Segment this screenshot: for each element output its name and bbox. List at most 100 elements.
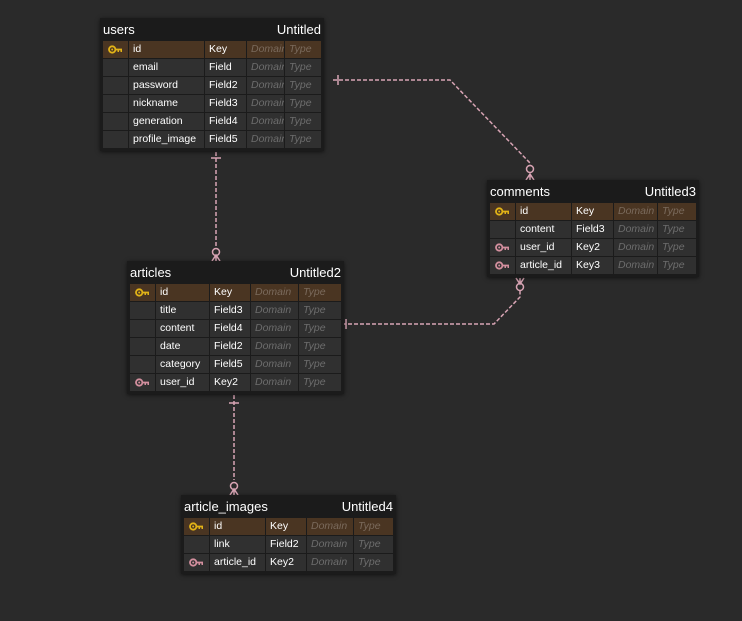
key-indicator [490,203,515,220]
attribute-type: Type [299,338,341,355]
attribute-type: Type [285,41,321,58]
attribute-field: Key2 [210,374,250,391]
attribute-name: generation [129,113,204,130]
key-indicator [103,113,128,130]
attribute-type: Type [299,320,341,337]
attribute-domain: Domain [614,257,657,274]
many-cardinality-mark [525,172,535,181]
attribute-type: Type [285,95,321,112]
key-indicator [490,239,515,256]
key-indicator [130,374,155,391]
relationship-articles-comments [342,290,521,325]
attribute-domain: Domain [251,284,298,301]
attribute-name: user_id [516,239,571,256]
attribute-name: user_id [156,374,209,391]
attribute-name: nickname [129,95,204,112]
attribute-type: Type [285,59,321,76]
key-indicator [490,257,515,274]
relationship-users-comments [333,79,531,172]
attribute-type: Type [658,239,696,256]
attribute-field: Field2 [205,77,246,94]
key-indicator [103,77,128,94]
attribute-name: link [210,536,265,553]
attribute-field: Field [205,59,246,76]
attribute-domain: Domain [614,203,657,220]
attribute-domain: Domain [247,113,284,130]
attribute-name: password [129,77,204,94]
key-indicator [103,59,128,76]
attribute-name: id [156,284,209,301]
foreign-key-icon [495,243,510,252]
key-indicator [130,356,155,373]
attribute-field: Key [210,284,250,301]
attribute-type: Type [354,554,393,571]
attribute-field: Key [266,518,306,535]
attribute-field: Field3 [572,221,613,238]
key-indicator [184,554,209,571]
attribute-name: date [156,338,209,355]
entity-logical-name: Untitled [276,21,321,37]
attribute-name: content [156,320,209,337]
zero-cardinality-mark [525,164,535,174]
key-indicator [130,338,155,355]
attribute-name: article_id [210,554,265,571]
attribute-domain: Domain [307,518,353,535]
key-indicator [130,302,155,319]
attribute-field: Field4 [210,320,250,337]
attribute-field: Key [205,41,246,58]
attribute-type: Type [354,536,393,553]
attribute-type: Type [299,356,341,373]
attribute-type: Type [285,131,321,148]
attribute-field: Field5 [210,356,250,373]
attribute-domain: Domain [307,554,353,571]
attribute-domain: Domain [307,536,353,553]
key-indicator [184,518,209,535]
attribute-field: Key [572,203,613,220]
entity-logical-name: Untitled4 [341,498,393,514]
key-indicator [130,284,155,301]
entity-header[interactable]: article_images Untitled4 [184,495,393,517]
attribute-domain: Domain [251,320,298,337]
key-indicator [184,536,209,553]
attribute-name: id [129,41,204,58]
attribute-name: category [156,356,209,373]
attribute-domain: Domain [251,374,298,391]
attribute-domain: Domain [251,356,298,373]
attribute-field: Field5 [205,131,246,148]
foreign-key-icon [135,378,150,387]
key-indicator [103,41,128,58]
key-indicator [103,95,128,112]
entity-name: article_images [184,498,268,514]
key-indicator [490,221,515,238]
foreign-key-icon [495,261,510,270]
attribute-type: Type [658,257,696,274]
